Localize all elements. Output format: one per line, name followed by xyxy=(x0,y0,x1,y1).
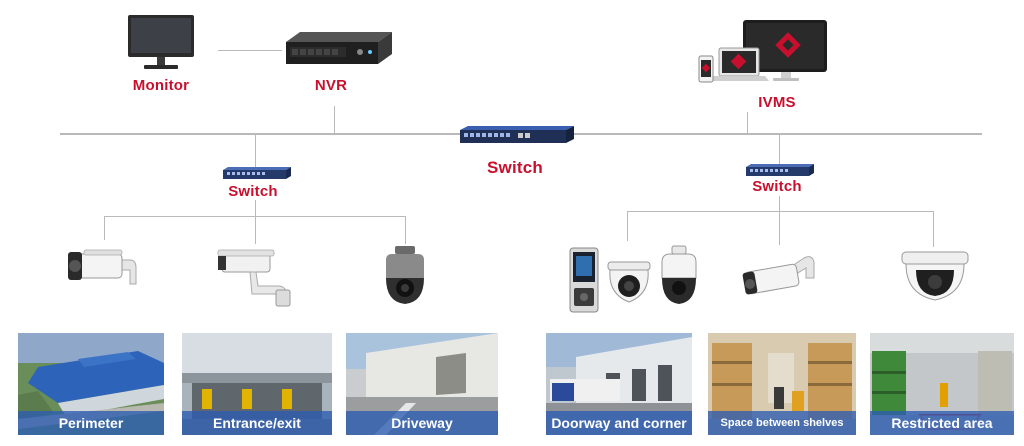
scene-caption: Perimeter xyxy=(18,411,164,435)
access-terminal-icon xyxy=(569,247,599,313)
ptz-dome-camera-icon xyxy=(386,246,424,304)
right-switch-drop xyxy=(779,196,780,212)
network-switch-icon xyxy=(460,126,574,143)
bullet-camera-icon xyxy=(742,256,815,295)
monitor-nvr-link xyxy=(218,50,282,51)
scene-restricted: Restricted area xyxy=(870,333,1014,435)
nvr-label: NVR xyxy=(314,77,348,94)
scene-caption: Restricted area xyxy=(870,411,1014,435)
left-switch-label: Switch xyxy=(228,183,278,200)
bullet-camera-icon xyxy=(68,249,137,285)
network-switch-icon xyxy=(746,164,814,176)
scene-perimeter: Perimeter xyxy=(18,333,164,435)
left-drop-2 xyxy=(255,216,256,244)
left-drop-1 xyxy=(104,216,105,240)
turret-camera-icon xyxy=(607,261,651,303)
scene-caption: Doorway and corner xyxy=(546,411,692,435)
left-switch-uplink xyxy=(255,134,256,168)
ivms-uplink xyxy=(747,112,748,134)
scene-caption: Entrance/exit xyxy=(182,411,332,435)
right-drop-2 xyxy=(779,211,780,245)
scene-driveway: Driveway xyxy=(346,333,498,435)
monitor-icon xyxy=(128,15,194,69)
right-switch-label: Switch xyxy=(752,178,802,195)
right-camera-bus xyxy=(627,211,933,212)
nvr-icon xyxy=(286,32,392,64)
right-drop-1 xyxy=(627,211,628,241)
left-drop-3 xyxy=(405,216,406,244)
scene-doorway: Doorway and corner xyxy=(546,333,692,435)
right-switch-uplink xyxy=(779,134,780,164)
speed-dome-camera-icon xyxy=(661,245,697,304)
nvr-uplink xyxy=(334,106,335,134)
box-camera-icon xyxy=(217,249,291,307)
scene-entrance: Entrance/exit xyxy=(182,333,332,435)
scene-caption: Driveway xyxy=(346,411,498,435)
ivms-label: IVMS xyxy=(758,94,796,111)
monitor-label: Monitor xyxy=(132,77,190,94)
core-switch-label: Switch xyxy=(487,158,543,177)
left-switch-drop xyxy=(255,200,256,216)
network-switch-icon xyxy=(223,167,291,179)
ivms-devices-icon xyxy=(698,20,827,83)
scene-shelves: Space between shelves xyxy=(708,333,856,435)
right-drop-3 xyxy=(933,211,934,247)
dome-camera-icon xyxy=(901,251,969,301)
scene-caption: Space between shelves xyxy=(708,411,856,435)
